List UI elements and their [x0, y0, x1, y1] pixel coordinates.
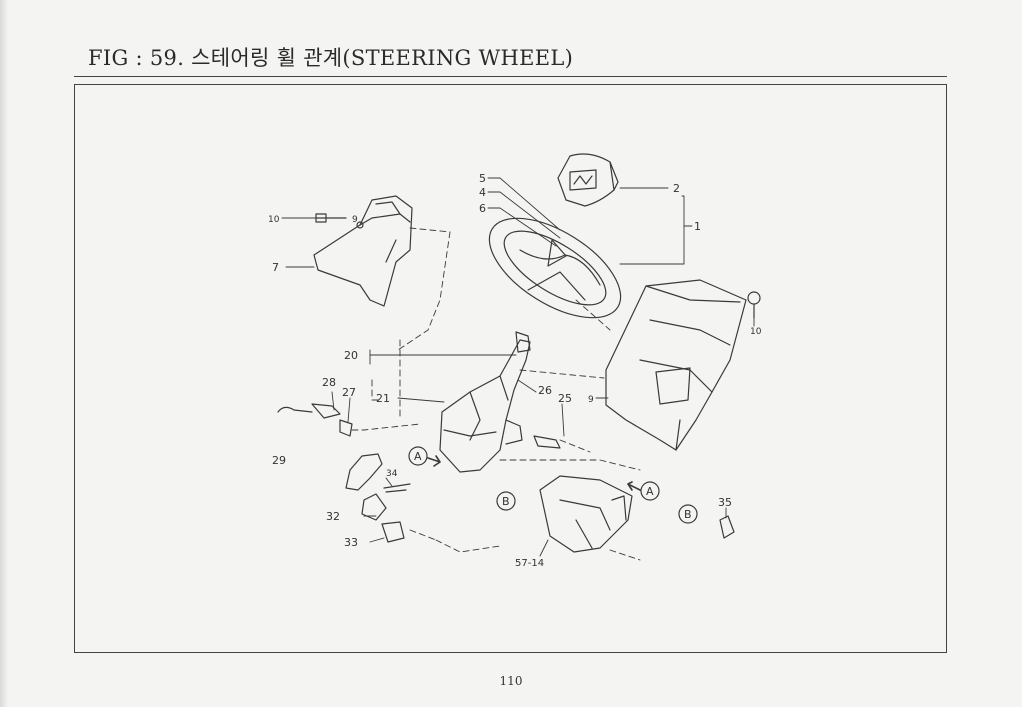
page-number: 110	[499, 674, 523, 688]
diagram-frame	[74, 84, 947, 653]
scan-edge	[0, 0, 8, 707]
figure-title: FIG : 59. 스테어링 휠 관계(STEERING WHEEL)	[88, 46, 574, 70]
title-underline	[74, 76, 947, 77]
